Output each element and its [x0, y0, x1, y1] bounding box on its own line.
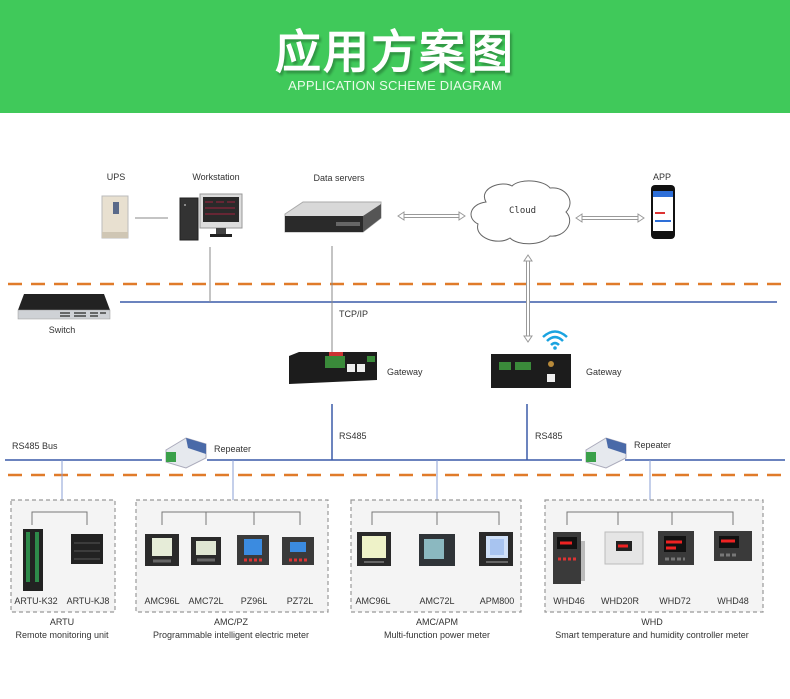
repeater-left-label: Repeater — [214, 444, 252, 454]
device-label: APM800 — [479, 596, 515, 606]
pz96l-meter-icon — [237, 535, 269, 565]
repeater-left-icon — [165, 437, 207, 469]
group-description: Multi-function power meter — [383, 630, 491, 640]
workstation-icon — [179, 193, 243, 241]
device-label: AMC72L — [419, 596, 455, 606]
device-label: PZ72L — [286, 596, 314, 606]
header-banner: 应用方案图 APPLICATION SCHEME DIAGRAM — [0, 0, 790, 113]
app-label: APP — [652, 172, 672, 182]
group-caption-amcpz: AMC/PZ Programmable intelligent electric… — [153, 616, 309, 642]
group-description: Smart temperature and humidity controlle… — [555, 630, 749, 640]
group-name: AMC/PZ — [213, 617, 249, 627]
bracket-amcapm — [371, 511, 500, 525]
group-name: ARTU — [49, 617, 75, 627]
repeater-right-icon — [585, 437, 627, 469]
group-caption-artu: ARTU Remote monitoring unit — [15, 616, 108, 642]
rs485-left-label: RS485 — [339, 431, 367, 441]
cloud-icon — [470, 180, 571, 245]
amc96l-meter-icon — [145, 534, 179, 566]
group-description: Programmable intelligent electric meter — [152, 630, 310, 640]
tcpip-label: TCP/IP — [339, 309, 369, 319]
artu-k32-icon — [23, 529, 43, 591]
artu-kj8-icon — [71, 534, 103, 564]
rs485-bus-label: RS485 Bus — [12, 441, 58, 451]
data-servers-label: Data servers — [313, 173, 365, 183]
device-label: AMC96L — [355, 596, 391, 606]
bracket-amcpz — [161, 511, 301, 525]
amc72l-meter-icon — [419, 534, 455, 566]
device-label: ARTU-K32 — [14, 596, 58, 606]
ups-icon — [101, 195, 129, 239]
whd72-controller-icon — [658, 531, 694, 565]
group-name: WHD — [641, 617, 663, 627]
device-label: AMC72L — [188, 596, 224, 606]
group-description: Remote monitoring unit — [15, 630, 109, 640]
device-label: WHD20R — [600, 596, 640, 606]
gateway-left-label: Gateway — [387, 367, 423, 377]
switch-label: Switch — [48, 325, 76, 335]
whd46-controller-icon — [553, 532, 585, 584]
apm800-meter-icon — [479, 532, 513, 566]
group-name: AMC/APM — [415, 617, 459, 627]
amc72l-meter-icon — [191, 537, 221, 565]
gateway-left-icon — [289, 352, 377, 384]
wifi-icon — [542, 330, 568, 350]
group-caption-whd: WHD Smart temperature and humidity contr… — [555, 616, 749, 642]
amc96l-meter-icon — [357, 532, 391, 566]
page-title: 应用方案图 — [275, 25, 515, 79]
device-label: WHD46 — [553, 596, 585, 606]
cloud-app-arrow — [575, 213, 645, 223]
pz72l-meter-icon — [282, 537, 314, 565]
whd20r-controller-icon — [604, 531, 644, 565]
bracket-artu — [31, 511, 88, 525]
repeater-right-label: Repeater — [634, 440, 672, 450]
bracket-whd — [566, 511, 734, 525]
device-label: WHD72 — [659, 596, 691, 606]
ups-label: UPS — [106, 172, 126, 182]
page-subtitle: APPLICATION SCHEME DIAGRAM — [288, 78, 502, 93]
cloud-label: Cloud — [509, 206, 537, 216]
rs485-right-label: RS485 — [535, 431, 563, 441]
workstation-label: Workstation — [192, 172, 240, 182]
gateway-right-label: Gateway — [586, 367, 622, 377]
whd48-controller-icon — [714, 531, 752, 561]
cloud-gateway-arrow — [523, 254, 533, 343]
server-cloud-arrow — [397, 211, 466, 221]
device-label: WHD48 — [717, 596, 749, 606]
device-label: PZ96L — [240, 596, 268, 606]
gateway-right-icon — [491, 354, 571, 388]
device-label: AMC96L — [144, 596, 180, 606]
device-label: ARTU-KJ8 — [66, 596, 110, 606]
smartphone-icon — [651, 185, 675, 239]
network-switch-icon — [17, 294, 111, 320]
data-server-icon — [284, 201, 382, 233]
group-caption-amcapm: AMC/APM Multi-function power meter — [384, 616, 490, 642]
